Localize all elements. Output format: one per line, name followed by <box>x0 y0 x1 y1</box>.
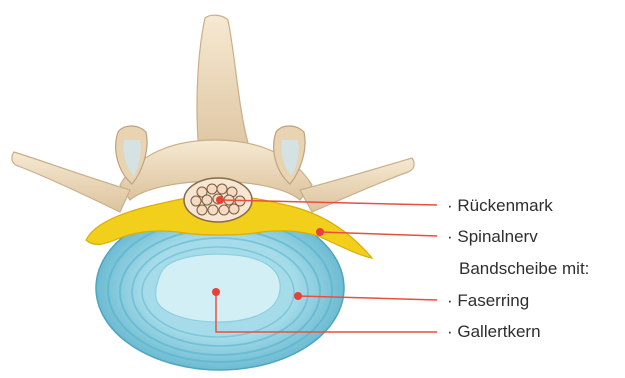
spinal-cord-fiber <box>219 205 229 215</box>
label-faserring: · Faserring <box>447 291 529 311</box>
spinal-cord-fiber <box>197 205 207 215</box>
label-rueckenmark: · Rückenmark <box>447 196 553 216</box>
marker-faserring <box>294 292 302 300</box>
marker-rueckenmark <box>216 196 224 204</box>
left-transverse-process <box>12 152 130 212</box>
spinal-cord-fiber <box>229 204 239 214</box>
spinal-cord-fiber <box>202 195 212 205</box>
label-gallertkern: · Gallertkern <box>447 322 541 342</box>
marker-gallertkern <box>212 288 220 296</box>
marker-spinalnerv <box>316 228 324 236</box>
label-bandscheibe: Bandscheibe mit: <box>459 259 589 279</box>
spinal-cord-fiber <box>191 196 201 206</box>
spinal-cord-fiber <box>217 184 227 194</box>
spinal-cord-fiber <box>208 205 218 215</box>
spinous-process <box>197 15 250 160</box>
spinal-cord-fiber <box>207 184 217 194</box>
nucleus-pulposus <box>156 254 280 322</box>
label-spinalnerv: · Spinalnerv <box>447 227 538 247</box>
